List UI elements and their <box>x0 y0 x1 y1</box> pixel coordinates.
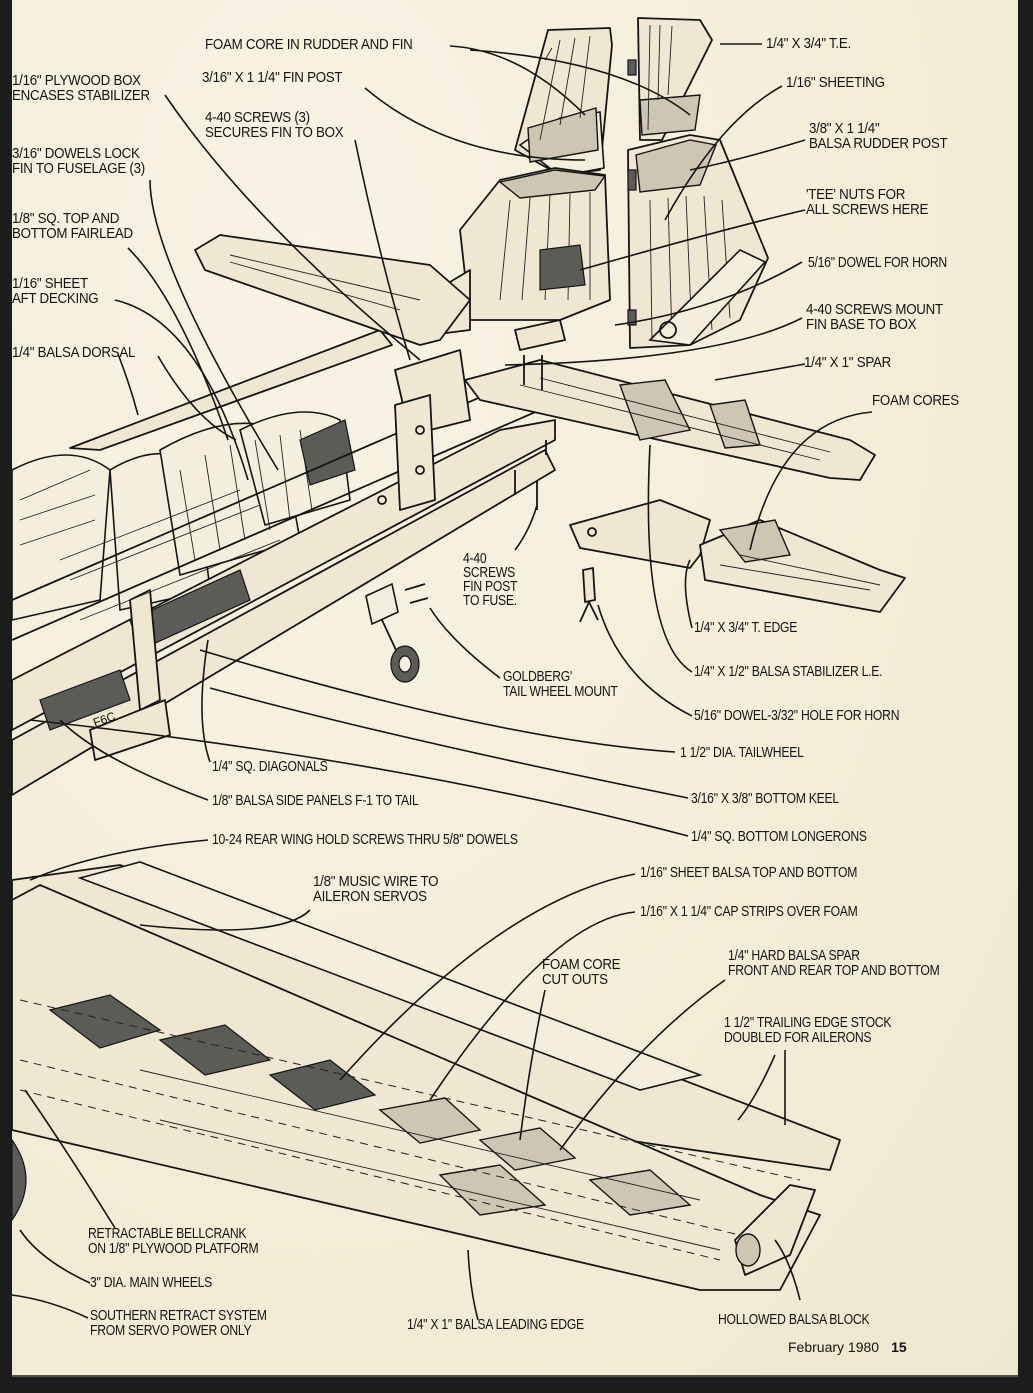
label-dowel-for-horn: 5/16" DOWEL FOR HORN <box>808 255 947 271</box>
label-trailing-edge-stock: 1 1/2" TRAILING EDGE STOCK DOUBLED FOR A… <box>724 1016 891 1046</box>
label-music-wire: 1/8" MUSIC WIRE TO AILERON SERVOS <box>313 874 439 905</box>
label-sheeting: 1/16" SHEETING <box>786 75 885 91</box>
label-line: AILERON SERVOS <box>313 889 427 905</box>
label-foam-core-rudder-fin: FOAM CORE IN RUDDER AND FIN <box>205 37 413 53</box>
label-tailwheel: 1 1/2" DIA. TAILWHEEL <box>680 745 804 761</box>
label-bellcrank: RETRACTABLE BELLCRANK ON 1/8" PLYWOOD PL… <box>88 1226 259 1257</box>
page-number: 15 <box>891 1339 907 1355</box>
label-line: 4-40 <box>463 551 487 567</box>
label-fin-post: 3/16" X 1 1/4" FIN POST <box>202 70 343 86</box>
label-retract-system: SOUTHERN RETRACT SYSTEM FROM SERVO POWER… <box>90 1309 267 1339</box>
label-line: FIN BASE TO BOX <box>806 317 917 333</box>
label-dowel-hole-horn: 5/16" DOWEL-3/32" HOLE FOR HORN <box>694 708 900 724</box>
label-screws-fin-post: 4-40 SCREWS FIN POST TO FUSE. <box>463 551 518 609</box>
label-line: 3/16" DOWELS LOCK <box>12 146 140 162</box>
label-line: 1/8" SQ. TOP AND <box>12 211 120 227</box>
label-tail-wheel-mount: GOLDBERG' TAIL WHEEL MOUNT <box>503 670 618 700</box>
label-aft-decking: 1/16" SHEET AFT DECKING <box>12 276 99 307</box>
label-bottom-longerons: 1/4" SQ. BOTTOM LONGERONS <box>691 829 867 845</box>
label-plywood-box: 1/16" PLYWOOD BOX ENCASES STABILIZER <box>12 74 150 104</box>
label-diagonals: 1/4" SQ. DIAGONALS <box>212 759 328 775</box>
label-line: 1/16" PLYWOOD BOX <box>12 73 141 89</box>
label-line: TAIL WHEEL MOUNT <box>503 684 618 700</box>
leader-lines <box>11 43 873 1321</box>
fuselage-structure <box>11 234 556 796</box>
label-line: 'TEE' NUTS FOR <box>806 187 906 203</box>
label-foam-cores: FOAM CORES <box>872 393 959 409</box>
label-line: 4-40 SCREWS (3) <box>205 110 310 126</box>
wing-panel <box>11 861 841 1291</box>
label-sheet-balsa-top-bottom: 1/16" SHEET BALSA TOP AND BOTTOM <box>640 865 858 881</box>
page-folio: February 1980 15 <box>788 1339 907 1355</box>
label-line: 1/16" SHEET <box>12 276 88 292</box>
label-line: DOUBLED FOR AILERONS <box>724 1030 872 1046</box>
label-line: ALL SCREWS HERE <box>806 202 929 218</box>
label-main-wheels: 3" DIA. MAIN WHEELS <box>90 1275 213 1291</box>
page-edge <box>12 1375 1018 1377</box>
label-line: RETRACTABLE BELLCRANK <box>88 1226 247 1242</box>
label-line: FROM SERVO POWER ONLY <box>90 1323 252 1339</box>
label-line: FOAM CORE <box>542 957 621 973</box>
label-hollowed-balsa-block: HOLLOWED BALSA BLOCK <box>718 1312 870 1328</box>
issue-date: February 1980 <box>788 1339 880 1355</box>
label-line: GOLDBERG' <box>503 669 573 685</box>
label-line: 1/4" HARD BALSA SPAR <box>728 948 860 964</box>
label-side-panels: 1/8" BALSA SIDE PANELS F-1 TO TAIL <box>212 793 419 809</box>
label-screws-secure-fin: 4-40 SCREWS (3) SECURES FIN TO BOX <box>205 110 344 141</box>
label-line: BOTTOM FAIRLEAD <box>12 226 133 242</box>
hardware <box>365 319 599 683</box>
label-rudder-post: 3/8" X 1 1/4" BALSA RUDDER POST <box>809 121 948 152</box>
label-cap-strips: 1/16" X 1 1/4" CAP STRIPS OVER FOAM <box>640 904 858 920</box>
label-line: SOUTHERN RETRACT SYSTEM <box>90 1308 267 1324</box>
label-line: SECURES FIN TO BOX <box>205 125 344 141</box>
label-screws-mount-fin-base: 4-40 SCREWS MOUNT FIN BASE TO BOX <box>806 303 943 333</box>
label-line: 1/8" MUSIC WIRE TO <box>313 874 439 890</box>
label-leading-edge: 1/4" X 1" BALSA LEADING EDGE <box>407 1317 584 1333</box>
label-line: FIN TO FUSELAGE (3) <box>12 161 145 177</box>
label-line: BALSA RUDDER POST <box>809 136 948 152</box>
label-line: 3/8" X 1 1/4" <box>809 121 880 137</box>
label-fairlead: 1/8" SQ. TOP AND BOTTOM FAIRLEAD <box>12 212 133 242</box>
label-line: TO FUSE. <box>463 593 517 609</box>
rudder-assembly <box>627 17 769 349</box>
label-dowels-lock: 3/16" DOWELS LOCK FIN TO FUSELAGE (3) <box>12 147 145 177</box>
label-wing-hold-screws: 10-24 REAR WING HOLD SCREWS THRU 5/8" DO… <box>212 832 518 848</box>
label-line: AFT DECKING <box>12 291 99 307</box>
label-rudder-trailing-edge: 1/4" X 3/4" T.E. <box>766 36 851 52</box>
label-t-edge: 1/4" X 3/4" T. EDGE <box>694 620 798 636</box>
label-line: CUT OUTS <box>542 972 608 988</box>
stabilizer <box>464 359 906 613</box>
label-line: SCREWS <box>463 565 515 581</box>
label-stabilizer-le: 1/4" X 1/2" BALSA STABILIZER L.E. <box>694 664 883 680</box>
label-line: 4-40 SCREWS MOUNT <box>806 302 943 318</box>
label-foam-core-cutouts: FOAM CORE CUT OUTS <box>542 957 621 988</box>
label-line: 1 1/2" TRAILING EDGE STOCK <box>724 1015 892 1031</box>
label-tee-nuts: 'TEE' NUTS FOR ALL SCREWS HERE <box>806 188 928 218</box>
label-balsa-dorsal: 1/4" BALSA DORSAL <box>12 345 136 361</box>
label-hard-balsa-spar: 1/4" HARD BALSA SPAR FRONT AND REAR TOP … <box>728 949 940 979</box>
label-spar: 1/4" X 1" SPAR <box>804 355 891 371</box>
label-line: ENCASES STABILIZER <box>12 88 150 104</box>
label-line: FRONT AND REAR TOP AND BOTTOM <box>728 963 940 979</box>
label-line: ON 1/8" PLYWOOD PLATFORM <box>88 1241 259 1257</box>
label-bottom-keel: 3/16" X 3/8" BOTTOM KEEL <box>691 791 839 807</box>
label-line: FIN POST <box>463 579 518 595</box>
